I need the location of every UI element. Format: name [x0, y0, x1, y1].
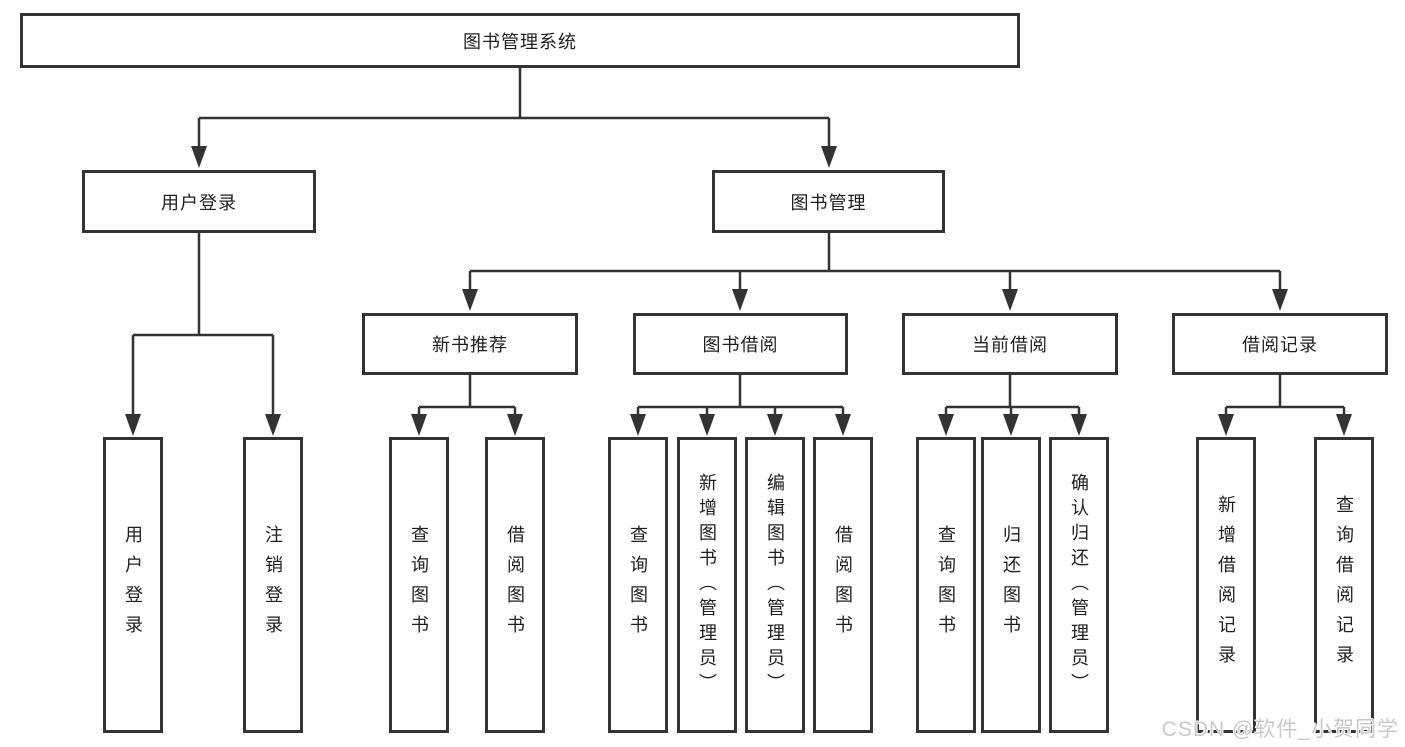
- leaf-query-books-borrowing: 查询图书: [608, 437, 668, 733]
- node-label: 图书借阅: [702, 335, 779, 355]
- leaf-label: 查询图书: [628, 525, 648, 645]
- arrowhead-icon: [732, 289, 748, 311]
- arrowhead-icon: [411, 414, 427, 436]
- leaf-return-books: 归还图书: [981, 437, 1041, 733]
- node-label: 图书管理: [790, 192, 867, 213]
- arrowhead-icon: [1002, 289, 1018, 311]
- node-label: 借阅记录: [1242, 335, 1318, 355]
- leaf-label: 归还图书: [1001, 525, 1021, 645]
- leaf-borrow-books: 借阅图书: [813, 437, 873, 733]
- node-current-borrowing: 当前借阅: [902, 313, 1118, 375]
- arrowhead-icon: [767, 414, 783, 436]
- arrowhead-icon: [1272, 289, 1288, 311]
- node-library-management-system: 图书管理系统: [20, 13, 1020, 68]
- node-book-borrowing: 图书借阅: [633, 313, 848, 375]
- arrowhead-icon: [1071, 414, 1087, 436]
- leaf-label: 查询图书: [936, 525, 956, 645]
- arrowhead-icon: [191, 146, 207, 168]
- tree-edges: [131, 68, 1346, 418]
- leaf-label: 新增借阅记录: [1216, 495, 1236, 675]
- leaf-borrow-books-recommend: 借阅图书: [485, 437, 545, 733]
- leaf-label: 借阅图书: [505, 525, 525, 645]
- leaf-label: 编辑图书（管理员）: [765, 472, 785, 698]
- arrowhead-icon: [938, 414, 954, 436]
- node-new-book-recommend: 新书推荐: [362, 313, 578, 375]
- arrowhead-icon: [630, 414, 646, 436]
- csdn-watermark: CSDN @软件_小贺同学: [1161, 718, 1399, 741]
- arrowhead-icon: [821, 146, 837, 168]
- node-label: 图书管理系统: [463, 31, 577, 52]
- leaf-logout: 注销登录: [243, 437, 303, 733]
- arrowhead-icon: [835, 414, 851, 436]
- leaf-confirm-return-admin: 确认归还（管理员）: [1049, 437, 1109, 733]
- node-label: 用户登录: [161, 192, 237, 213]
- node-label: 当前借阅: [972, 335, 1048, 355]
- arrowhead-icon: [1336, 414, 1352, 436]
- arrowhead-icon: [265, 414, 281, 436]
- node-label: 新书推荐: [432, 335, 508, 355]
- arrowhead-icons: [125, 146, 1352, 436]
- leaf-add-borrow-record: 新增借阅记录: [1196, 437, 1256, 733]
- leaf-user-login: 用户登录: [103, 437, 163, 733]
- leaf-label: 借阅图书: [833, 525, 853, 645]
- leaf-edit-book-admin: 编辑图书（管理员）: [745, 437, 805, 733]
- arrowhead-icon: [1003, 414, 1019, 436]
- node-book-management-group: 图书管理: [712, 170, 945, 233]
- leaf-label: 新增图书（管理员）: [697, 472, 717, 698]
- arrowhead-icon: [507, 414, 523, 436]
- leaf-label: 注销登录: [263, 525, 283, 645]
- leaf-add-book-admin: 新增图书（管理员）: [677, 437, 737, 733]
- arrowhead-icon: [125, 414, 141, 436]
- node-borrow-records: 借阅记录: [1172, 313, 1388, 375]
- node-user-login-group: 用户登录: [82, 170, 316, 233]
- arrowhead-icon: [462, 289, 478, 311]
- arrowhead-icon: [699, 414, 715, 436]
- leaf-query-books-current: 查询图书: [916, 437, 976, 733]
- leaf-query-books-recommend: 查询图书: [389, 437, 449, 733]
- leaf-label: 查询图书: [409, 525, 429, 645]
- leaf-label: 查询借阅记录: [1334, 495, 1354, 675]
- leaf-label: 确认归还（管理员）: [1069, 472, 1089, 698]
- leaf-label: 用户登录: [123, 525, 143, 645]
- leaf-query-borrow-record: 查询借阅记录: [1314, 437, 1374, 733]
- arrowhead-icon: [1218, 414, 1234, 436]
